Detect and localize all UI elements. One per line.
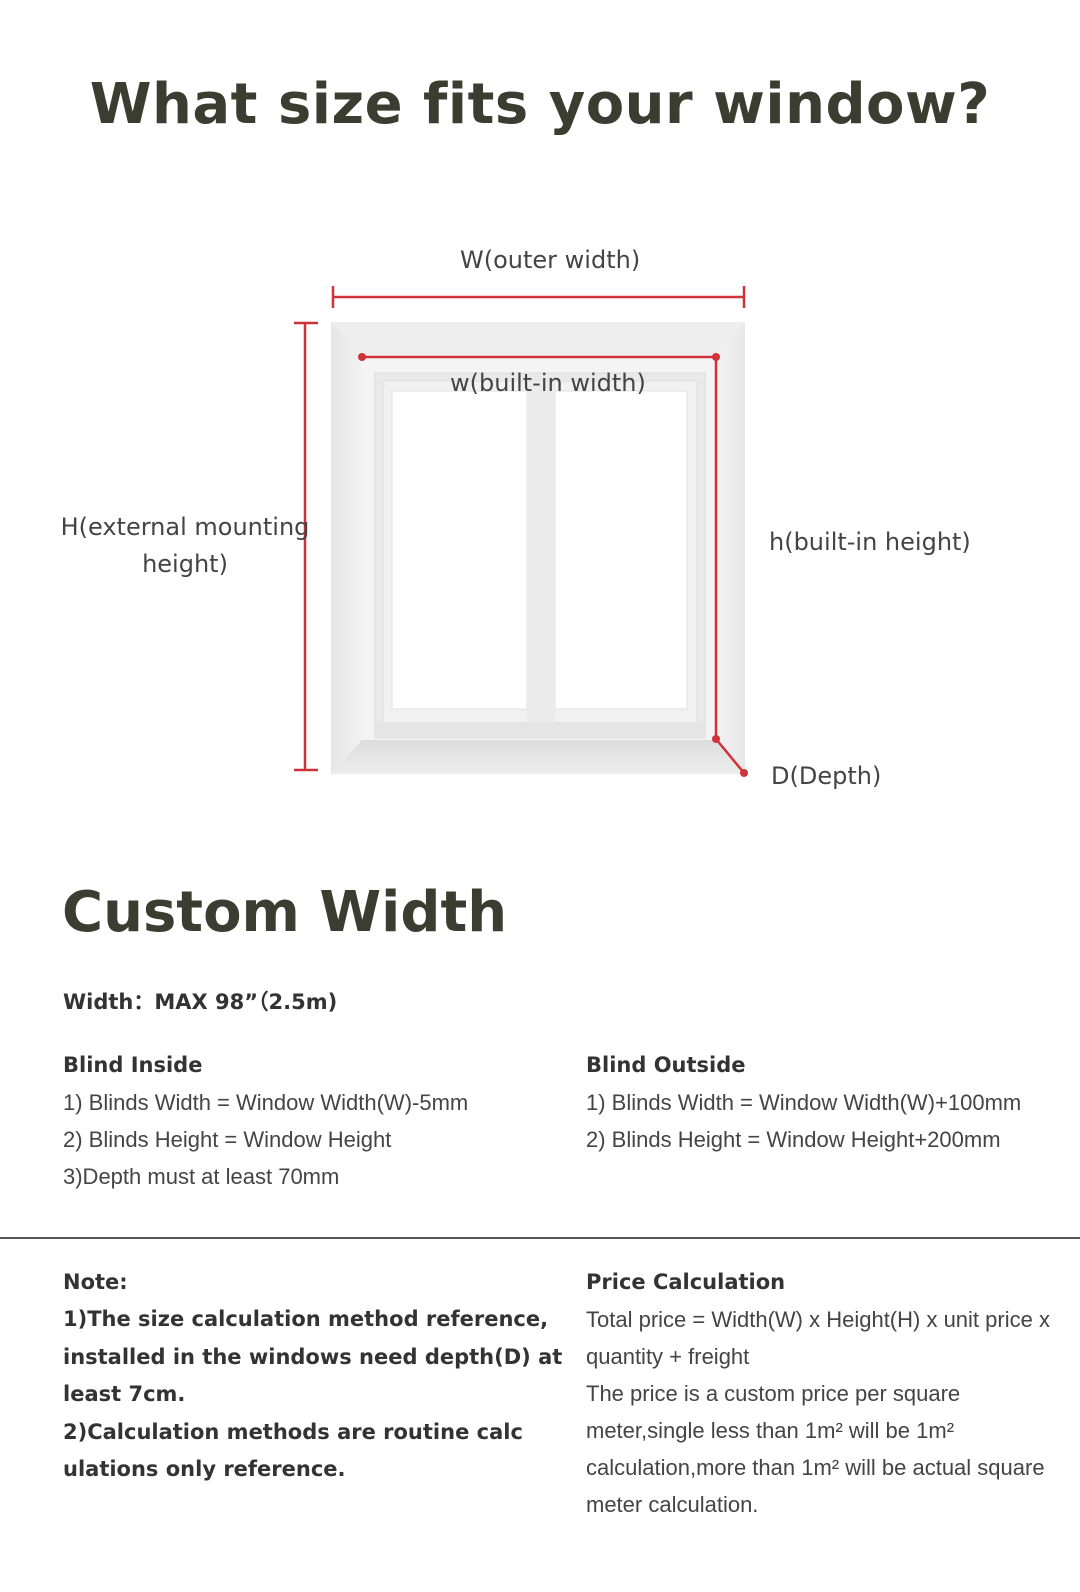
blind-inside-line: 2) Blinds Height = Window Height bbox=[63, 1127, 392, 1152]
blind-inside-heading: Blind Inside bbox=[63, 1053, 203, 1077]
recess-back bbox=[362, 354, 716, 740]
price-calculation-line: The price is a custom price per square m… bbox=[586, 1381, 1045, 1517]
recess-left-wall bbox=[331, 322, 362, 774]
builtin-width-label: w(built-in width) bbox=[450, 369, 646, 397]
blind-inside-line: 1) Blinds Width = Window Width(W)-5mm bbox=[63, 1090, 469, 1115]
measure-outer-width bbox=[331, 286, 746, 308]
glass-pane-right bbox=[554, 390, 688, 710]
window-mullion bbox=[527, 383, 555, 728]
blind-outside-line: 1) Blinds Width = Window Width(W)+100mm bbox=[586, 1090, 1022, 1115]
recess-bottom-wall bbox=[331, 740, 745, 774]
section-divider bbox=[0, 1237, 1080, 1239]
outer-frame bbox=[331, 322, 745, 774]
price-calculation-heading: Price Calculation bbox=[586, 1270, 786, 1294]
price-calculation-line: Total price = Width(W) x Height(H) x uni… bbox=[586, 1307, 1050, 1369]
note-section: Note: 1)The size calculation method refe… bbox=[63, 1264, 563, 1489]
recess-right-wall bbox=[716, 322, 745, 774]
note-heading: Note: bbox=[63, 1270, 128, 1294]
blind-outside-line: 2) Blinds Height = Window Height+200mm bbox=[586, 1127, 1001, 1152]
recess-top-wall bbox=[331, 322, 745, 354]
note-item: 1)The size calculation method reference,… bbox=[63, 1307, 563, 1406]
page-title: What size fits your window? bbox=[89, 72, 991, 137]
outer-width-label: W(outer width) bbox=[460, 246, 641, 274]
external-height-label: H(external mounting height) bbox=[60, 513, 310, 578]
blind-outside-heading: Blind Outside bbox=[586, 1053, 746, 1077]
price-calculation-section: Price Calculation Total price = Width(W)… bbox=[586, 1264, 1056, 1523]
glass-pane-left bbox=[391, 390, 528, 710]
blind-outside-section: Blind Outside 1) Blinds Width = Window W… bbox=[586, 1047, 1066, 1158]
builtin-height-label: h(built-in height) bbox=[769, 528, 971, 556]
note-item: 2)Calculation methods are routine calc u… bbox=[63, 1419, 523, 1482]
depth-dot bbox=[740, 769, 748, 777]
measure-external-height bbox=[294, 321, 318, 772]
window-sill bbox=[375, 722, 705, 738]
depth-label: D(Depth) bbox=[771, 762, 882, 790]
window-sash bbox=[374, 372, 706, 739]
blind-inside-section: Blind Inside 1) Blinds Width = Window Wi… bbox=[63, 1047, 563, 1195]
builtin-corner-dot bbox=[358, 353, 366, 361]
measure-builtin bbox=[362, 355, 745, 774]
custom-width-title: Custom Width bbox=[62, 880, 508, 945]
blind-inside-line: 3)Depth must at least 70mm bbox=[63, 1164, 340, 1189]
max-width-text: Width：MAX 98”（2.5m) bbox=[63, 990, 338, 1014]
